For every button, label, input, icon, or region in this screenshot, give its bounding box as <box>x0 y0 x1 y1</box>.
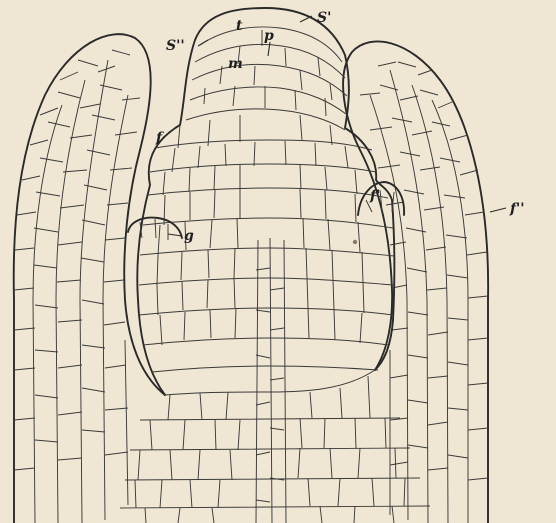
stipple-dot <box>353 240 357 244</box>
leader-g <box>168 234 182 236</box>
label-s-prime: S' <box>317 10 331 26</box>
leaf-right-f-double-prime <box>343 41 488 523</box>
leader-s-double-prime <box>198 40 208 46</box>
label-t: t <box>236 18 243 34</box>
leader-p <box>268 42 270 56</box>
bud-primordium-g <box>128 218 182 240</box>
label-m: m <box>228 56 243 72</box>
apex-outline <box>137 8 394 395</box>
label-f-prime: f' <box>369 188 380 204</box>
leader-f-double-prime <box>490 208 506 212</box>
label-g: g <box>184 228 194 244</box>
label-f-double-prime: f'' <box>509 201 525 217</box>
label-p: p <box>264 28 274 44</box>
shoot-apex <box>120 8 430 523</box>
leader-s-prime <box>300 16 312 22</box>
label-s-double-prime: S'' <box>166 38 185 54</box>
leaf-right-outline <box>343 41 488 523</box>
